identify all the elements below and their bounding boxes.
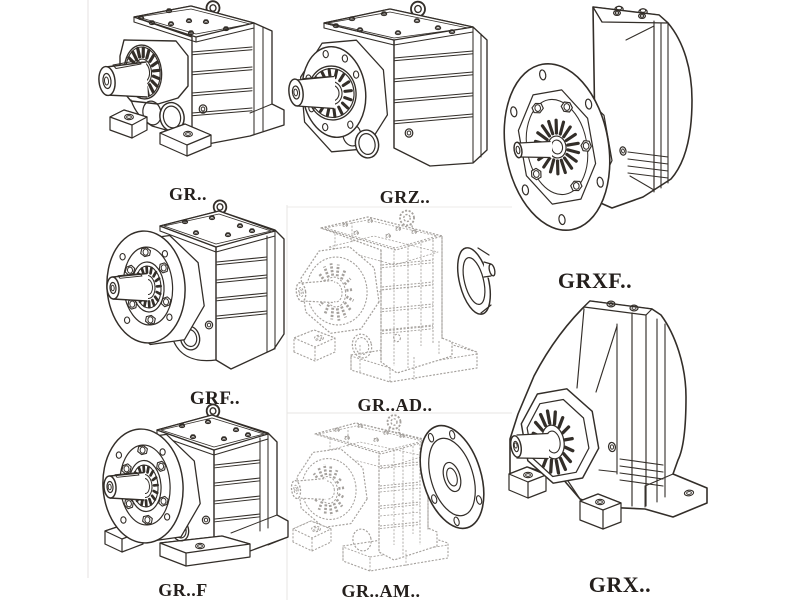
svg-text:GRX..: GRX.. bbox=[589, 572, 651, 597]
svg-text:GR..F: GR..F bbox=[158, 580, 208, 600]
svg-text:GRF..: GRF.. bbox=[190, 388, 240, 409]
svg-text:GR..: GR.. bbox=[169, 184, 207, 204]
svg-text:GRXF..: GRXF.. bbox=[558, 268, 632, 293]
svg-text:GR..AM..: GR..AM.. bbox=[342, 581, 421, 600]
svg-text:GR..AD..: GR..AD.. bbox=[358, 395, 433, 415]
svg-text:GRZ..: GRZ.. bbox=[380, 187, 431, 207]
